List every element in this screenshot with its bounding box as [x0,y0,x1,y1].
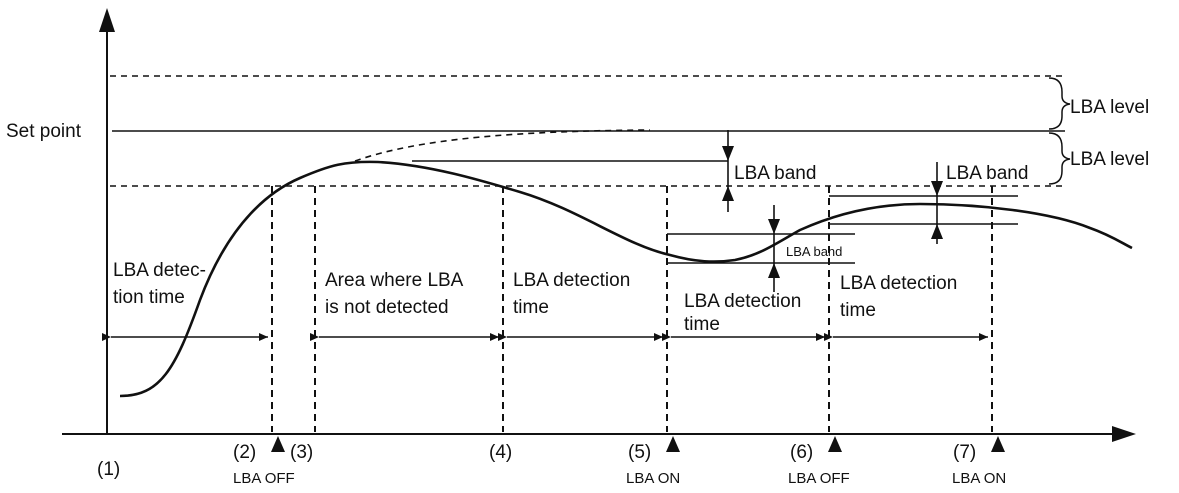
axes [62,8,1136,442]
point-label-4: (4) [489,442,512,463]
lba-band-label-1: LBA band [734,163,816,184]
label-not-detected-area: Area where LBA is not detected [325,270,468,318]
lower-level-brace [1048,132,1071,185]
time-markers [271,186,993,432]
lba-band-label-2: LBA band [786,244,842,259]
y-axis-arrow [99,8,115,32]
event-triangles [271,436,1005,452]
point-label-5: (5) [628,442,651,463]
x-axis-arrow [1112,426,1136,442]
event-label-7: LBA ON [952,470,1006,487]
point-label-3: (3) [290,442,313,463]
process-value-curve [119,160,1133,398]
upper-level-brace [1048,77,1071,130]
ideal-curve-dashed [354,129,651,162]
lba-band-indicator-3 [829,162,1018,244]
lba-band-indicator-2 [667,205,855,292]
event-label-6: LBA OFF [788,470,850,487]
label-lba-detection-time-1: LBA detec- tion time [113,260,211,308]
event-marker-5 [666,436,680,452]
point-label-2: (2) [233,442,256,463]
event-label-2: LBA OFF [233,470,295,487]
point-label-7: (7) [953,442,976,463]
set-point-label: Set point [6,121,82,142]
event-marker-7 [991,436,1005,452]
point-label-6: (6) [790,442,813,463]
event-marker-2 [271,436,285,452]
lba-level-braces [1048,77,1071,185]
label-lba-detection-time-3: LBA detection time [684,291,807,335]
event-label-5: LBA ON [626,470,680,487]
label-lba-detection-time-2: LBA detection time [513,270,636,318]
lba-level-label-lower: LBA level [1070,149,1149,170]
lba-band-indicator-1 [412,130,734,212]
label-lba-detection-time-4: LBA detection time [840,273,963,321]
event-marker-6 [828,436,842,452]
lba-level-label-upper: LBA level [1070,97,1149,118]
point-label-1: (1) [97,459,120,480]
lba-band-label-3: LBA band [946,163,1028,184]
